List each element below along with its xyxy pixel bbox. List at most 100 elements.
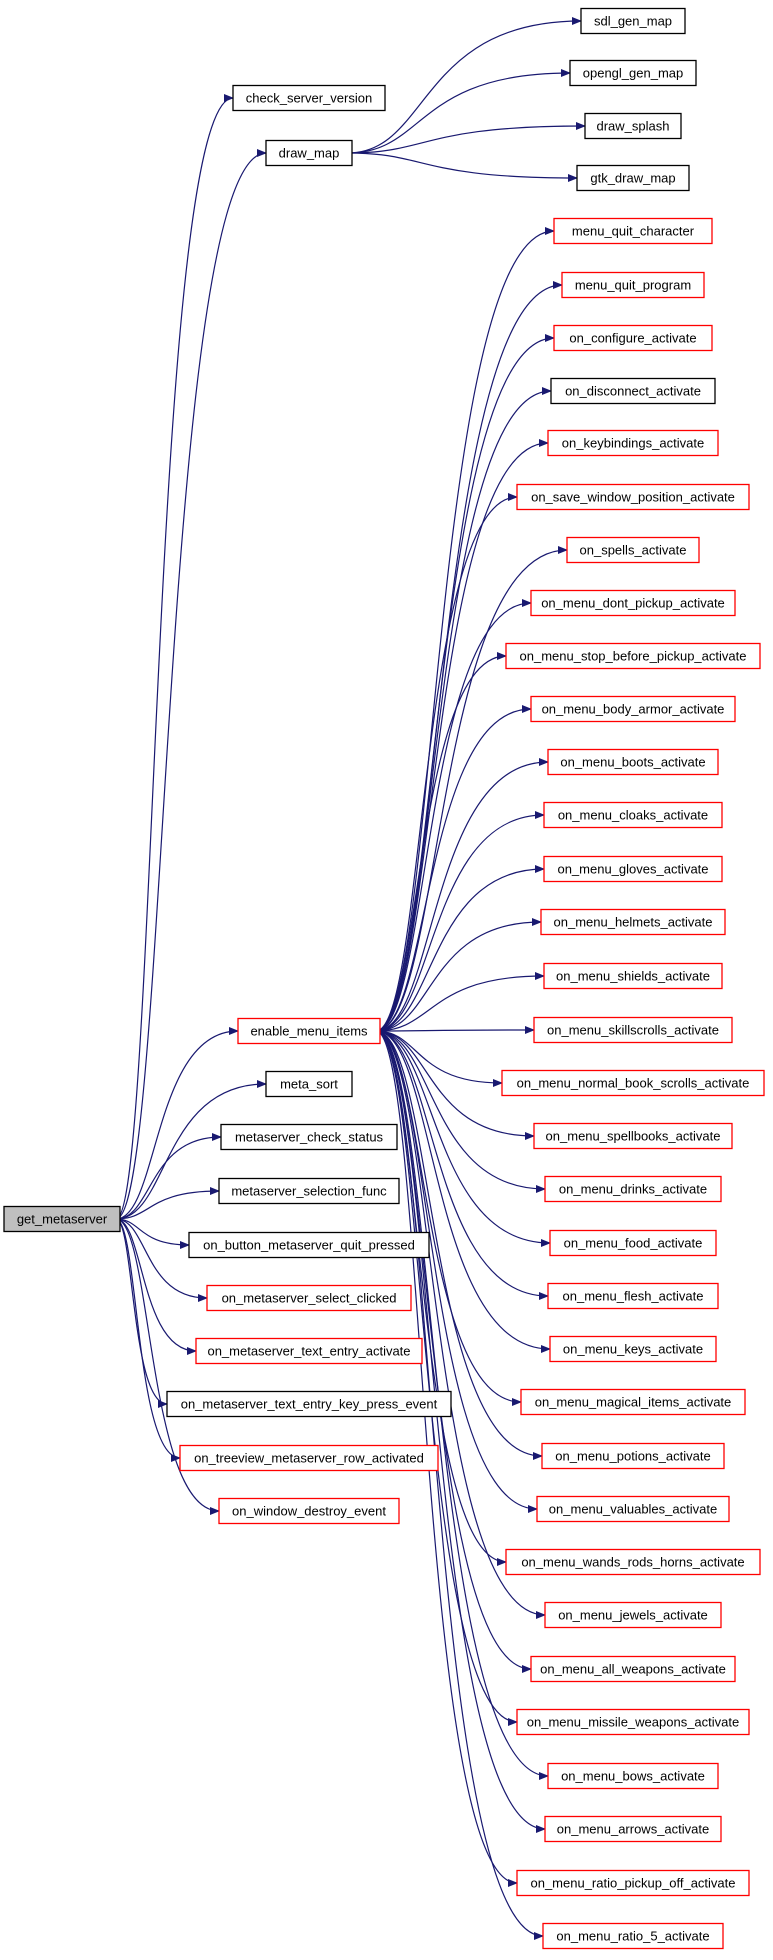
node-box <box>237 1017 381 1045</box>
node-on-menu-flesh-activate[interactable]: on_menu_flesh_activate <box>547 1282 719 1310</box>
edge-get_metaserver-to-enable_menu_items <box>115 1027 239 1220</box>
node-on-menu-potions-activate[interactable]: on_menu_potions_activate <box>541 1442 725 1470</box>
node-label: on_menu_cloaks_activate <box>558 808 708 823</box>
edge-enable_menu_items-to-on_menu_ratio_5_activate <box>375 1030 544 1940</box>
node-label: on_menu_all_weapons_activate <box>540 1662 726 1677</box>
node-box <box>265 139 353 167</box>
node-on-menu-ratio-pickup-off-activate[interactable]: on_menu_ratio_pickup_off_activate <box>516 1869 750 1897</box>
node-menu-quit-character[interactable]: menu_quit_character <box>553 217 713 245</box>
node-on-menu-keys-activate[interactable]: on_menu_keys_activate <box>549 1335 717 1363</box>
node-menu-quit-program[interactable]: menu_quit_program <box>561 271 705 299</box>
node-metaserver-selection-func[interactable]: metaserver_selection_func <box>218 1177 400 1205</box>
node-box <box>195 1337 423 1365</box>
node-on-menu-cloaks-activate[interactable]: on_menu_cloaks_activate <box>543 801 723 829</box>
node-on-menu-all-weapons-activate[interactable]: on_menu_all_weapons_activate <box>530 1655 736 1683</box>
node-box <box>530 589 736 617</box>
edge-draw_map-to-draw_splash <box>347 122 586 154</box>
node-check-server-version[interactable]: check_server_version <box>232 84 386 112</box>
node-label: get_metaserver <box>17 1212 108 1227</box>
node-meta-sort[interactable]: meta_sort <box>265 1070 353 1098</box>
node-draw-splash[interactable]: draw_splash <box>584 112 682 140</box>
node-on-menu-skillscrolls-activate[interactable]: on_menu_skillscrolls_activate <box>533 1016 733 1044</box>
node-on-metaserver-select-clicked[interactable]: on_metaserver_select_clicked <box>206 1284 412 1312</box>
node-box <box>533 1122 733 1150</box>
node-label: on_menu_valuables_activate <box>549 1502 717 1517</box>
node-on-menu-bows-activate[interactable]: on_menu_bows_activate <box>547 1762 719 1790</box>
node-on-save-window-position-activate[interactable]: on_save_window_position_activate <box>516 483 750 511</box>
edge-get_metaserver-to-draw_map <box>115 149 267 1220</box>
node-draw-map[interactable]: draw_map <box>265 139 353 167</box>
node-label: metaserver_selection_func <box>231 1184 387 1199</box>
node-box <box>530 695 736 723</box>
node-box <box>166 1390 452 1418</box>
node-gtk-draw-map[interactable]: gtk_draw_map <box>576 164 690 192</box>
node-sdl-gen-map[interactable]: sdl_gen_map <box>580 7 686 35</box>
node-box <box>544 1601 722 1629</box>
node-on-menu-boots-activate[interactable]: on_menu_boots_activate <box>547 748 719 776</box>
node-box <box>516 1708 750 1736</box>
edge-enable_menu_items-to-on_configure_activate <box>375 334 555 1032</box>
node-on-menu-normal-book-scrolls-activate[interactable]: on_menu_normal_book_scrolls_activate <box>501 1069 765 1097</box>
edge-enable_menu_items-to-on_menu_gloves_activate <box>375 865 545 1032</box>
node-on-menu-shields-activate[interactable]: on_menu_shields_activate <box>543 962 723 990</box>
node-box <box>544 1815 722 1843</box>
node-on-treeview-metaserver-row-activated[interactable]: on_treeview_metaserver_row_activated <box>179 1444 439 1472</box>
node-on-menu-magical-items-activate[interactable]: on_menu_magical_items_activate <box>520 1388 746 1416</box>
node-on-menu-drinks-activate[interactable]: on_menu_drinks_activate <box>544 1175 722 1203</box>
node-label: on_menu_potions_activate <box>555 1449 710 1464</box>
node-get-metaserver[interactable]: get_metaserver <box>3 1205 121 1233</box>
node-on-menu-body-armor-activate[interactable]: on_menu_body_armor_activate <box>530 695 736 723</box>
node-on-menu-valuables-activate[interactable]: on_menu_valuables_activate <box>536 1495 730 1523</box>
node-box <box>569 59 697 87</box>
node-label: metaserver_check_status <box>235 1130 384 1145</box>
node-on-button-metaserver-quit-pressed[interactable]: on_button_metaserver_quit_pressed <box>188 1231 430 1259</box>
node-on-menu-gloves-activate[interactable]: on_menu_gloves_activate <box>543 855 723 883</box>
node-on-menu-wands-rods-horns-activate[interactable]: on_menu_wands_rods_horns_activate <box>505 1548 761 1576</box>
node-on-keybindings-activate[interactable]: on_keybindings_activate <box>547 429 719 457</box>
node-box <box>520 1388 746 1416</box>
edge-get_metaserver-to-on_button_metaserver_quit_pressed <box>115 1218 190 1249</box>
edge-get_metaserver-to-metaserver_selection_func <box>115 1187 220 1220</box>
node-box <box>543 801 723 829</box>
node-box <box>501 1069 765 1097</box>
edge-enable_menu_items-to-on_menu_boots_activate <box>375 758 549 1032</box>
edge-enable_menu_items-to-on_menu_dont_pickup_activate <box>375 599 532 1032</box>
node-opengl-gen-map[interactable]: opengl_gen_map <box>569 59 697 87</box>
node-on-disconnect-activate[interactable]: on_disconnect_activate <box>550 377 716 405</box>
node-box <box>516 1869 750 1897</box>
node-on-menu-stop-before-pickup-activate[interactable]: on_menu_stop_before_pickup_activate <box>505 642 761 670</box>
node-label: on_window_destroy_event <box>232 1504 386 1519</box>
node-box <box>547 429 719 457</box>
node-on-menu-food-activate[interactable]: on_menu_food_activate <box>549 1229 717 1257</box>
node-on-menu-jewels-activate[interactable]: on_menu_jewels_activate <box>544 1601 722 1629</box>
edge-enable_menu_items-to-on_menu_jewels_activate <box>375 1030 546 1619</box>
node-on-metaserver-text-entry-activate[interactable]: on_metaserver_text_entry_activate <box>195 1337 423 1365</box>
node-on-metaserver-text-entry-key-press-event[interactable]: on_metaserver_text_entry_key_press_event <box>166 1390 452 1418</box>
node-on-menu-missile-weapons-activate[interactable]: on_menu_missile_weapons_activate <box>516 1708 750 1736</box>
edge-enable_menu_items-to-on_menu_skillscrolls_activate <box>375 1026 535 1035</box>
node-label: on_button_metaserver_quit_pressed <box>203 1238 415 1253</box>
node-box <box>543 962 723 990</box>
node-on-menu-ratio-5-activate[interactable]: on_menu_ratio_5_activate <box>542 1922 724 1950</box>
node-on-menu-spellbooks-activate[interactable]: on_menu_spellbooks_activate <box>533 1122 733 1150</box>
node-on-menu-helmets-activate[interactable]: on_menu_helmets_activate <box>540 908 726 936</box>
node-on-menu-arrows-activate[interactable]: on_menu_arrows_activate <box>544 1815 722 1843</box>
node-on-configure-activate[interactable]: on_configure_activate <box>553 324 713 352</box>
edge-draw_map-to-sdl_gen_map <box>347 17 582 154</box>
node-label: on_menu_helmets_activate <box>554 915 713 930</box>
node-box <box>553 324 713 352</box>
node-label: on_treeview_metaserver_row_activated <box>194 1451 424 1466</box>
node-label: on_menu_jewels_activate <box>558 1608 708 1623</box>
node-enable-menu-items[interactable]: enable_menu_items <box>237 1017 381 1045</box>
node-box <box>549 1335 717 1363</box>
edge-get_metaserver-to-on_treeview_metaserver_row_activated <box>115 1218 181 1462</box>
node-label: menu_quit_program <box>575 278 691 293</box>
node-on-spells-activate[interactable]: on_spells_activate <box>566 536 700 564</box>
node-box <box>3 1205 121 1233</box>
node-on-menu-dont-pickup-activate[interactable]: on_menu_dont_pickup_activate <box>530 589 736 617</box>
node-label: on_menu_keys_activate <box>563 1342 703 1357</box>
node-on-window-destroy-event[interactable]: on_window_destroy_event <box>218 1497 400 1525</box>
edge-enable_menu_items-to-menu_quit_character <box>375 227 555 1032</box>
node-metaserver-check-status[interactable]: metaserver_check_status <box>220 1123 398 1151</box>
node-label: on_menu_spellbooks_activate <box>546 1129 721 1144</box>
